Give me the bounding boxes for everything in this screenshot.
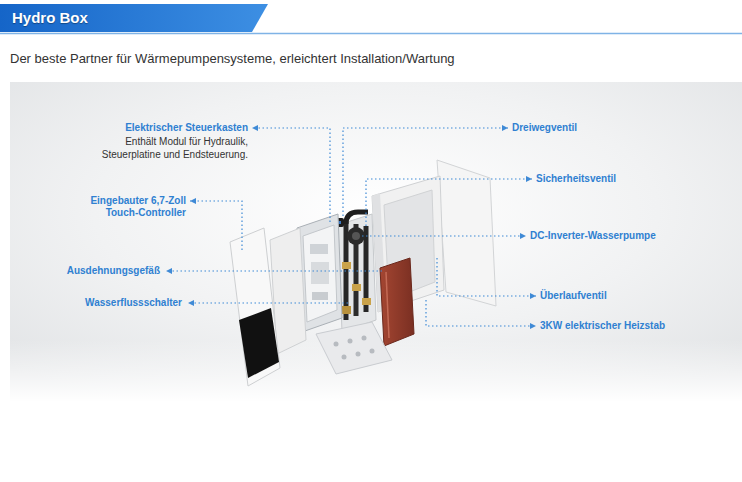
hole [348,339,353,344]
hole [342,355,347,360]
terminal [312,292,328,300]
leader-line [426,300,536,326]
hole [370,349,375,354]
leader-line [188,302,348,303]
leader-line [190,201,242,250]
part-label: Ausdehnungsgefäß [67,265,160,277]
bottom-plate [316,322,392,374]
leader-line [343,128,508,216]
board [310,244,328,254]
brass-fitting [352,284,361,291]
pipe-bend [346,212,368,224]
leader-line [362,235,526,236]
part-description: Enthält Modul für Hydraulik, Steuerplati… [76,135,248,161]
red-tank [380,258,414,346]
hole [356,352,361,357]
back-cover [437,160,496,306]
board [311,262,329,284]
leader-line [252,128,330,222]
subtitle: Der beste Partner für Wärmepumpensysteme… [10,51,455,67]
part-label: 3KW elektrischer Heizstab [540,320,665,332]
hole [334,342,339,347]
pump-hub [352,232,360,240]
backdrop [10,82,742,402]
part-label: Eingebauter 6,7-Zoll Touch-Controller [72,195,186,219]
part-label: Überlaufventil [540,290,607,302]
hole [362,336,367,341]
leader-line [437,258,536,296]
part-label: Elektrischer Steuerkasten [125,122,248,134]
brass-fitting [362,298,371,305]
brass-fitting [342,306,351,314]
front-panel [230,228,280,386]
leader-line [166,270,382,271]
header-rule [0,33,742,35]
control-box-inner [303,225,337,322]
display [239,308,279,378]
part-label: DC-Inverter-Wasserpumpe [530,230,656,242]
title-band [0,4,268,32]
leader-line [366,179,532,226]
hydraulic-plate [338,214,376,332]
tank-highlight [386,272,389,338]
title: Hydro Box [12,9,88,27]
part-label: Dreiwegventil [512,122,577,134]
part-label: Sicherheitsventil [536,173,616,185]
brass-fitting [342,262,351,269]
part-label: Wasserflussschalter [85,297,182,309]
